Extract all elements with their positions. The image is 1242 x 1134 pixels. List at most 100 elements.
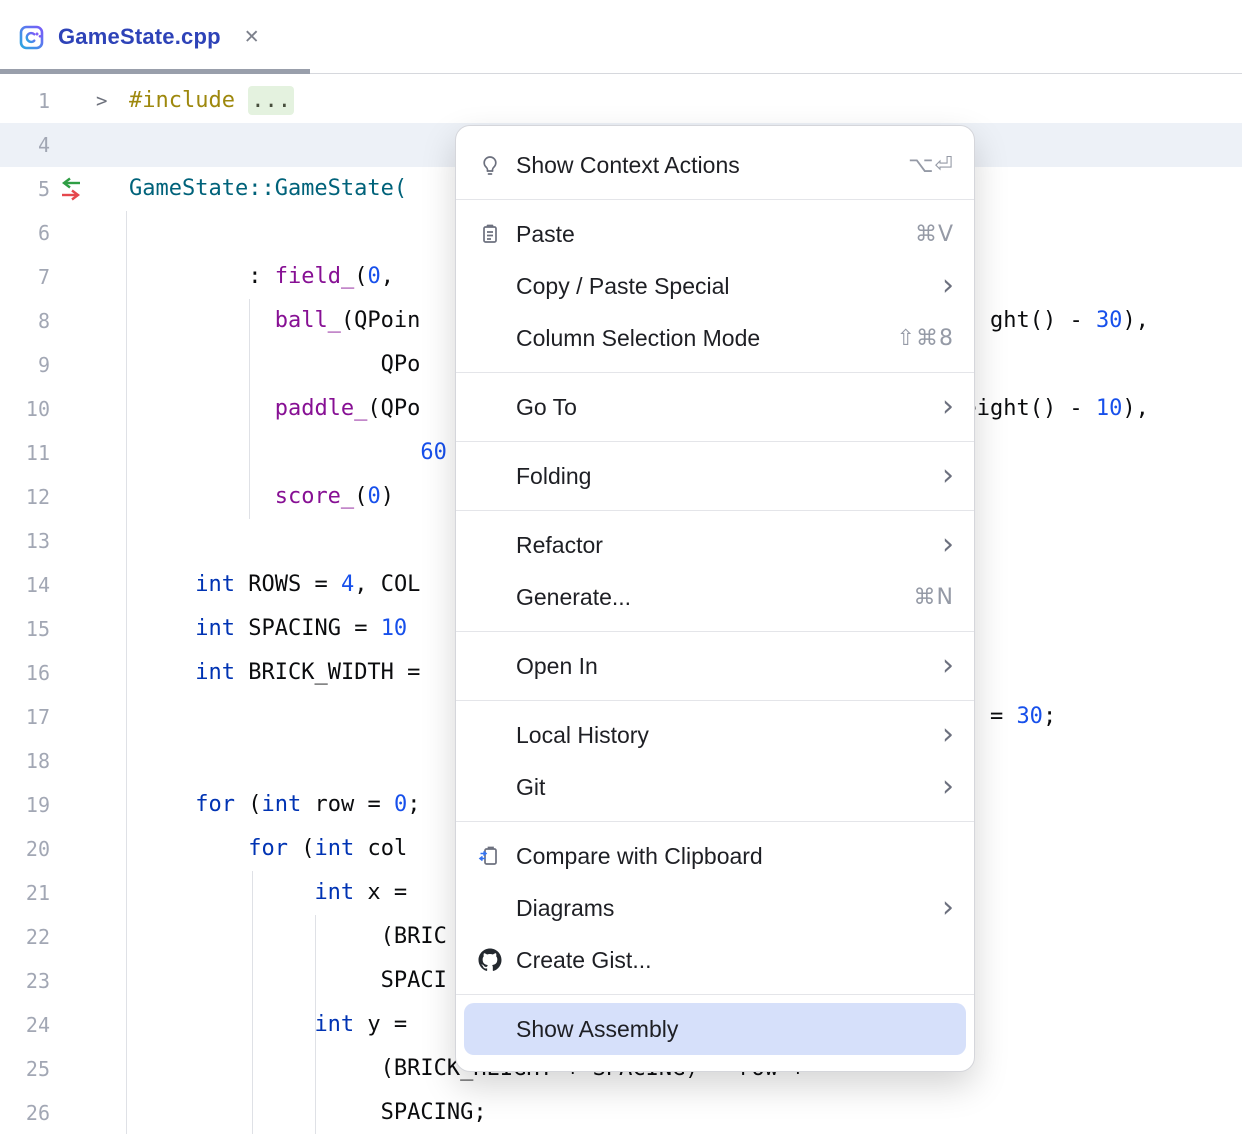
code-text: : field_(0, xyxy=(248,264,408,289)
code-line: 17 = 30; xyxy=(0,695,1242,739)
menu-item-label: Local History xyxy=(516,721,649,748)
code-text: for (int row = 0; xyxy=(195,792,421,817)
tab-title: GameState.cpp xyxy=(58,24,221,49)
code-line: 11 60 xyxy=(0,431,1242,475)
menu-item-generate[interactable]: Generate...⌘N xyxy=(456,571,974,623)
tab-gamestate-cpp[interactable]: GameState.cpp ✕ xyxy=(0,0,284,74)
shortcut-label: ⇧⌘8 xyxy=(896,325,954,351)
code-text: SPACING; xyxy=(380,1100,487,1125)
menu-item-label: Compare with Clipboard xyxy=(516,842,763,869)
menu-item-create-gist[interactable]: Create Gist... xyxy=(456,934,974,986)
line-number: 19 xyxy=(25,793,50,817)
code-text: ball_(QPoin ght() - 30), xyxy=(274,308,1149,333)
menu-item-label: Go To xyxy=(516,393,577,420)
menu-item-refactor[interactable]: Refactor› xyxy=(456,519,974,571)
line-number: 15 xyxy=(25,617,50,641)
line-number: 20 xyxy=(25,837,50,861)
menu-separator xyxy=(456,994,974,995)
code-text: SPACI xyxy=(380,968,447,993)
line-number: 24 xyxy=(25,1013,50,1037)
submenu-chevron-icon: › xyxy=(942,268,954,303)
line-number: 8 xyxy=(37,309,50,333)
line-number: 11 xyxy=(25,441,50,465)
line-number: 26 xyxy=(25,1101,50,1125)
code-line: 7 : field_(0, xyxy=(0,255,1242,299)
code-text: for (int col xyxy=(248,836,408,861)
menu-item-column-selection-mode[interactable]: Column Selection Mode⇧⌘8 xyxy=(456,312,974,364)
code-line: 8 ball_(QPoin ght() - 30), xyxy=(0,299,1242,343)
code-line: 15 int SPACING = 10 xyxy=(0,607,1242,651)
active-tab-indicator xyxy=(0,69,310,74)
code-text: = 30; xyxy=(989,704,1057,729)
menu-item-folding[interactable]: Folding› xyxy=(456,450,974,502)
line-number: 25 xyxy=(25,1057,50,1081)
line-number: 12 xyxy=(25,485,50,509)
cpp-file-icon xyxy=(18,24,45,51)
menu-item-compare-with-clipboard[interactable]: Compare with Clipboard xyxy=(456,830,974,882)
submenu-chevron-icon: › xyxy=(942,769,954,804)
paste-icon xyxy=(478,222,516,246)
code-line: 19 for (int row = 0; xyxy=(0,783,1242,827)
code-line: 9 QPo xyxy=(0,343,1242,387)
code-text: 60 xyxy=(420,440,447,465)
code-text: paddle_(QPo eight() - 10), xyxy=(274,396,1149,421)
code-text: (BRIC xyxy=(380,924,447,949)
submenu-chevron-icon: › xyxy=(942,890,954,925)
tab-close-icon[interactable]: ✕ xyxy=(243,26,260,48)
menu-item-diagrams[interactable]: Diagrams › xyxy=(456,882,974,934)
shortcut-label: ⌥⏎ xyxy=(908,152,954,178)
code-text: int x = xyxy=(314,880,421,905)
menu-item-local-history[interactable]: Local History› xyxy=(456,709,974,761)
line-number: 5 xyxy=(37,177,50,201)
shortcut-label: ⌘N xyxy=(913,584,954,610)
menu-separator xyxy=(456,441,974,442)
line-number: 17 xyxy=(25,705,50,729)
line-number: 6 xyxy=(37,221,50,245)
fold-arrow-icon[interactable]: > xyxy=(96,90,108,112)
line-number: 18 xyxy=(25,749,50,773)
menu-separator xyxy=(456,199,974,200)
indent-guide xyxy=(252,871,253,1134)
lightbulb-icon xyxy=(478,153,516,177)
code-line: 20 for (int col xyxy=(0,827,1242,871)
code-line: 16 int BRICK_WIDTH = xyxy=(0,651,1242,695)
code-text: #include ... xyxy=(129,79,294,123)
menu-item-git[interactable]: Git › xyxy=(456,761,974,813)
code-line: 26 SPACING; xyxy=(0,1091,1242,1134)
code-line: 12 score_(0) xyxy=(0,475,1242,519)
menu-item-paste[interactable]: Paste⌘V xyxy=(456,208,974,260)
code-text: score_(0) xyxy=(274,484,408,509)
menu-separator xyxy=(456,372,974,373)
line-number: 1 xyxy=(37,89,50,113)
submenu-chevron-icon: › xyxy=(942,389,954,424)
github-icon xyxy=(478,948,516,972)
menu-item-show-assembly[interactable]: Show Assembly xyxy=(464,1003,966,1055)
menu-item-go-to[interactable]: Go To › xyxy=(456,381,974,433)
menu-separator xyxy=(456,510,974,511)
code-text: int SPACING = 10 xyxy=(195,616,408,641)
menu-item-label: Create Gist... xyxy=(516,946,652,973)
menu-separator xyxy=(456,631,974,632)
menu-item-label: Open In xyxy=(516,652,598,679)
menu-item-label: Git xyxy=(516,773,546,800)
line-number: 16 xyxy=(25,661,50,685)
submenu-chevron-icon: › xyxy=(942,527,954,562)
line-number: 9 xyxy=(37,353,50,377)
code-line: 10 paddle_(QPo eight() - 10), xyxy=(0,387,1242,431)
menu-item-label: Folding xyxy=(516,462,592,489)
menu-item-label: Show Context Actions xyxy=(516,151,740,178)
menu-item-open-in[interactable]: Open In› xyxy=(456,640,974,692)
navigate-arrows-icon[interactable] xyxy=(54,176,88,202)
editor-tab-bar: GameState.cpp ✕ xyxy=(0,0,1242,74)
menu-item-label: Copy / Paste Special xyxy=(516,272,730,299)
menu-separator xyxy=(456,821,974,822)
menu-item-show-context-actions[interactable]: Show Context Actions ⌥⏎ xyxy=(456,139,974,191)
line-number: 22 xyxy=(25,925,50,949)
menu-item-label: Diagrams xyxy=(516,894,615,921)
compare-icon xyxy=(478,844,516,868)
indent-guide xyxy=(249,299,250,519)
menu-item-copy-paste-special[interactable]: Copy / Paste Special › xyxy=(456,260,974,312)
code-line: 24 int y = xyxy=(0,1003,1242,1047)
